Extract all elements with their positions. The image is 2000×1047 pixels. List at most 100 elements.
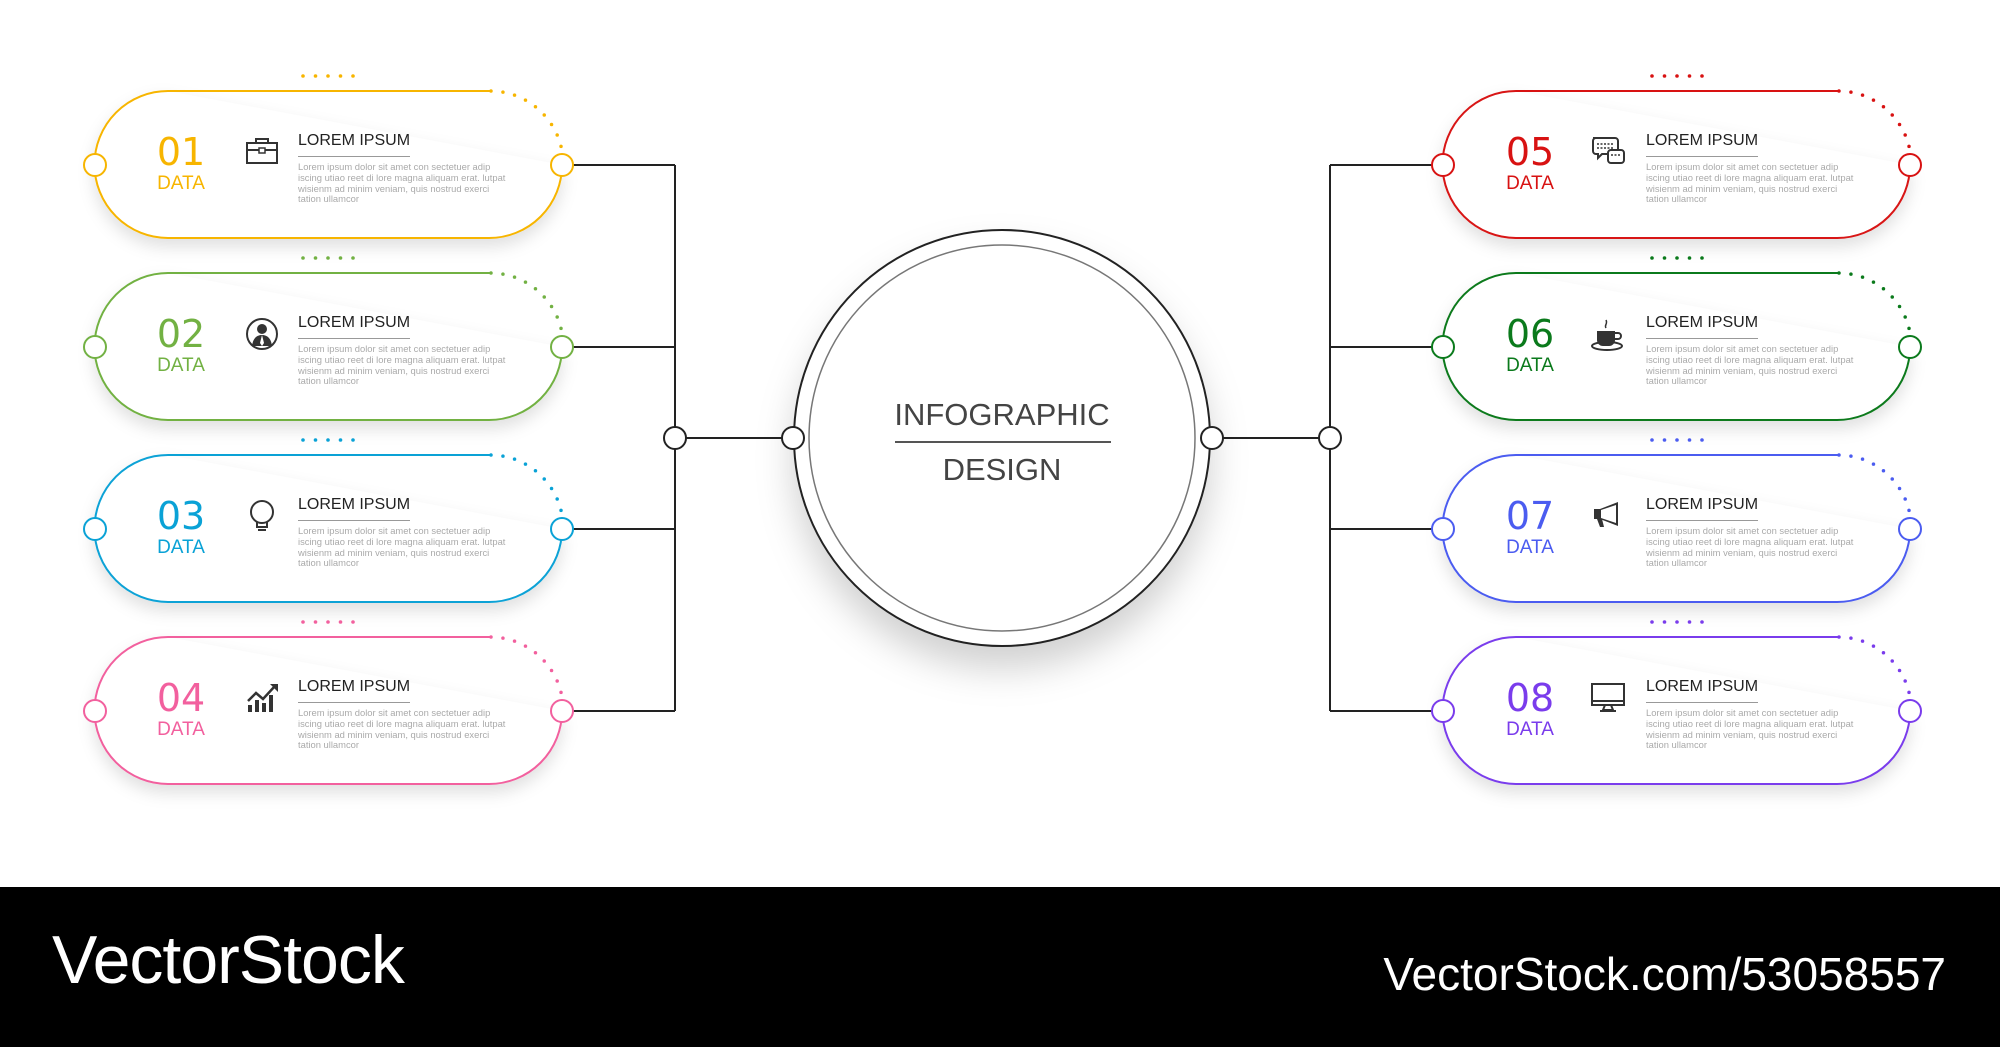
dot — [351, 74, 355, 78]
briefcase-icon — [246, 138, 278, 164]
center-title-line2: DESIGN — [942, 452, 1062, 487]
item-number: 05 — [1505, 130, 1555, 174]
connector-node[interactable] — [1431, 517, 1455, 541]
dot — [1650, 74, 1654, 78]
dot — [1650, 256, 1654, 260]
footer-bar: VectorStock VectorStock.com/53058557 — [0, 887, 2000, 1047]
item-body: Lorem ipsum dolor sit amet con sectetuer… — [298, 707, 506, 751]
card-02 — [93, 256, 564, 421]
item-body: Lorem ipsum dolor sit amet con sectetuer… — [1646, 525, 1854, 569]
connector-node[interactable] — [83, 153, 107, 177]
hub-node[interactable] — [1200, 426, 1224, 450]
coffee-cup-icon — [1591, 319, 1623, 351]
card-04 — [93, 620, 564, 785]
dot — [338, 438, 343, 442]
connector-node[interactable] — [550, 699, 574, 723]
dot — [1675, 74, 1679, 78]
dot — [326, 256, 330, 260]
item-label: DATA — [157, 173, 205, 194]
dot — [326, 74, 330, 78]
dot — [1650, 620, 1654, 624]
item-title: LOREM IPSUM — [1646, 314, 1758, 339]
item-body: Lorem ipsum dolor sit amet con sectetuer… — [1646, 707, 1854, 751]
center-circle — [793, 229, 1211, 647]
dot — [326, 438, 330, 442]
center-divider — [895, 441, 1111, 443]
item-title: LOREM IPSUM — [298, 496, 410, 521]
item-number: 06 — [1505, 312, 1555, 356]
center-title-line1: INFOGRAPHIC — [894, 397, 1110, 432]
connector-node[interactable] — [1898, 153, 1922, 177]
item-label: DATA — [157, 537, 205, 558]
dot — [338, 74, 343, 78]
item-number: 03 — [156, 494, 206, 538]
card-08 — [1441, 620, 1912, 785]
hub-node[interactable] — [781, 426, 805, 450]
dot — [1662, 74, 1667, 78]
dot — [301, 620, 305, 624]
card-outline — [1441, 272, 1911, 421]
dotted-arc — [1837, 635, 1912, 699]
connector-node[interactable] — [1898, 517, 1922, 541]
dot — [326, 620, 330, 624]
item-title: LOREM IPSUM — [1646, 678, 1758, 703]
connector-node[interactable] — [83, 335, 107, 359]
dot — [313, 620, 318, 624]
item-label: DATA — [157, 355, 205, 376]
dot — [1662, 256, 1667, 260]
item-title: LOREM IPSUM — [1646, 496, 1758, 521]
dot — [313, 438, 318, 442]
item-body: Lorem ipsum dolor sit amet con sectetuer… — [298, 161, 506, 205]
dot — [313, 256, 318, 260]
dot — [1675, 438, 1679, 442]
item-number: 02 — [156, 312, 206, 356]
dot — [338, 256, 343, 260]
businessman-icon — [246, 318, 278, 350]
dot — [301, 74, 305, 78]
monitor-icon — [1591, 683, 1625, 712]
dot — [1662, 620, 1667, 624]
dotted-arc — [489, 89, 564, 153]
item-body: Lorem ipsum dolor sit amet con sectetuer… — [298, 343, 506, 387]
card-06 — [1441, 256, 1912, 421]
card-01 — [93, 74, 564, 239]
dotted-arc — [1837, 271, 1912, 335]
connector-node[interactable] — [1431, 699, 1455, 723]
connector-node[interactable] — [550, 153, 574, 177]
hub-node[interactable] — [1318, 426, 1342, 450]
item-number: 01 — [156, 130, 206, 174]
card-outline — [93, 454, 563, 603]
dot — [1650, 438, 1654, 442]
dotted-arc — [489, 453, 564, 517]
item-body: Lorem ipsum dolor sit amet con sectetuer… — [1646, 161, 1854, 205]
connector-node[interactable] — [550, 517, 574, 541]
connector-node[interactable] — [83, 699, 107, 723]
dot — [351, 256, 355, 260]
connector-node[interactable] — [550, 335, 574, 359]
dot — [1700, 256, 1704, 260]
connector-node[interactable] — [1431, 335, 1455, 359]
item-label: DATA — [1506, 355, 1554, 376]
dot — [1700, 438, 1704, 442]
connector-node[interactable] — [1898, 699, 1922, 723]
card-05 — [1441, 74, 1912, 239]
item-title: LOREM IPSUM — [1646, 132, 1758, 157]
dot — [1675, 620, 1679, 624]
chat-bubbles-icon — [1592, 137, 1625, 164]
dot — [1687, 620, 1692, 624]
connector-node[interactable] — [83, 517, 107, 541]
growth-chart-icon — [247, 684, 278, 712]
card-outline — [1441, 90, 1911, 239]
connector-node[interactable] — [1898, 335, 1922, 359]
hub-node[interactable] — [663, 426, 687, 450]
dotted-arc — [489, 635, 564, 699]
dot — [301, 256, 305, 260]
card-outline — [93, 636, 563, 785]
dotted-arc — [1837, 453, 1912, 517]
footer-url: VectorStock.com/53058557 — [1383, 948, 1946, 1000]
connector-node[interactable] — [1431, 153, 1455, 177]
dot — [1687, 256, 1692, 260]
dotted-arc — [489, 271, 564, 335]
item-title: LOREM IPSUM — [298, 132, 410, 157]
